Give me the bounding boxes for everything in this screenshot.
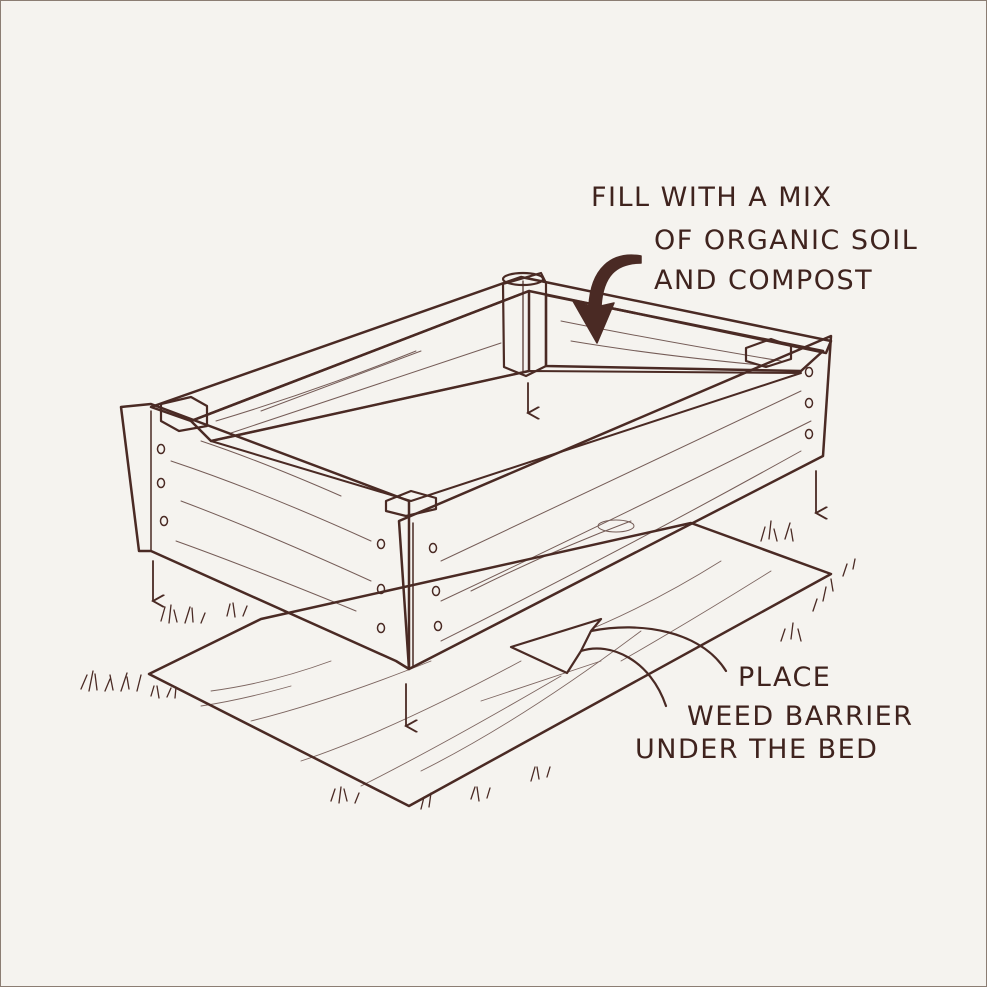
left-board-screws xyxy=(156,443,386,634)
barrier-callout-arrow xyxy=(509,617,728,708)
soil-annotation-line-2: OF ORGANIC SOIL xyxy=(654,225,918,256)
soil-annotation: FILL WITH A MIX OF ORGANIC SOIL AND COMP… xyxy=(591,182,918,296)
grass-tufts xyxy=(80,520,856,810)
raised-bed-frame xyxy=(119,271,833,671)
placement-arrows xyxy=(153,382,816,726)
soil-callout-arrow xyxy=(572,254,642,344)
barrier-annotation-line-1: PLACE xyxy=(738,662,831,693)
right-board-screws xyxy=(428,366,814,632)
soil-annotation-line-3: AND COMPOST xyxy=(654,265,873,296)
barrier-annotation-line-3: UNDER THE BED xyxy=(635,734,878,765)
barrier-annotation-line-2: WEED BARRIER xyxy=(687,701,914,732)
soil-annotation-line-1: FILL WITH A MIX xyxy=(591,182,833,213)
barrier-annotation: PLACE WEED BARRIER UNDER THE BED xyxy=(635,662,914,765)
weed-barrier-sheet xyxy=(147,521,833,808)
